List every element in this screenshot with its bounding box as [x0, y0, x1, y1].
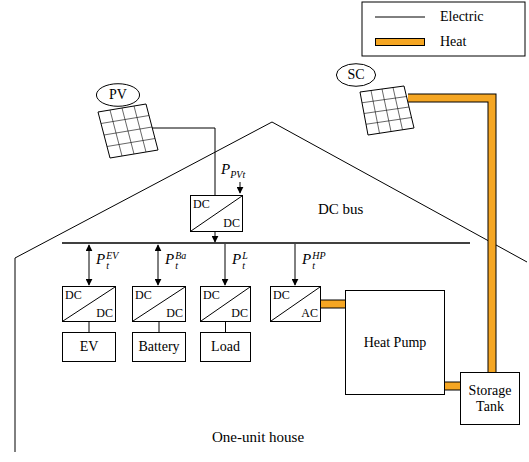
node-text: Storage Tank: [465, 383, 515, 414]
converter-text: DC: [203, 289, 220, 301]
connector: [159, 322, 160, 332]
converter-box: DC DC: [62, 286, 116, 322]
converter-text: DC: [231, 307, 248, 319]
legend-text: Heat: [440, 34, 466, 49]
converter-slash: [271, 287, 320, 321]
power-label: PtL: [232, 251, 248, 267]
battery-box: Battery: [132, 332, 186, 362]
node-text: EV: [80, 339, 99, 354]
power-label: PtEV: [96, 251, 118, 267]
node-text: SC: [347, 67, 364, 82]
pv-wire: [152, 128, 215, 195]
component-label: SC: [336, 63, 376, 87]
converter-text: AC: [301, 307, 318, 319]
storage-tank-box: Storage Tank: [460, 372, 520, 425]
power-arrow: [240, 182, 241, 193]
ev-box: EV: [62, 332, 116, 362]
house-label: One-unit house: [212, 429, 304, 445]
legend-entry: Heat: [372, 35, 522, 51]
house-outline: [15, 122, 527, 452]
power-arrow: [295, 244, 296, 285]
power-arrow: [89, 245, 90, 285]
ellipse-outline: [96, 83, 140, 107]
power-arrow: [225, 244, 226, 285]
converter-text: DC: [223, 217, 240, 229]
node-text: PV: [109, 87, 127, 102]
connector: [444, 386, 461, 387]
converter-text: DC: [273, 289, 290, 301]
power-label: PtBa: [165, 251, 186, 267]
legend-line: [375, 10, 427, 24]
converter-text: DC: [65, 289, 82, 301]
pv-panel: [98, 104, 158, 158]
node-text: Load: [211, 339, 240, 354]
converter-slash: [63, 287, 115, 321]
connector: [89, 322, 90, 332]
label-holder: PPVt: [221, 160, 245, 180]
converter-slash: [133, 287, 185, 321]
bus-label: DC bus: [318, 201, 363, 217]
connector: [225, 322, 226, 332]
sc-panel: [360, 86, 414, 135]
converter-box: DC DC: [190, 195, 243, 232]
ellipse-outline: [336, 63, 376, 87]
converter-slash: [201, 287, 250, 321]
component-label: PV: [96, 83, 140, 107]
heat-pipe: [408, 98, 492, 373]
legend-text: Electric: [440, 9, 484, 24]
label-holder: PtL: [232, 250, 248, 271]
heat-pump-box: Heat Pump: [345, 290, 445, 395]
power-arrow: [158, 245, 159, 285]
load-box: Load: [200, 332, 251, 362]
power-arrow: [215, 232, 216, 242]
power-label: PPVt: [221, 161, 245, 177]
legend-frame: [362, 2, 525, 56]
label-holder: One-unit house: [212, 428, 304, 446]
converter-box: DC DC: [200, 286, 251, 322]
converter-text: DC: [193, 198, 210, 210]
converter-slash: [191, 196, 242, 231]
label-holder: PtHP: [302, 250, 326, 271]
label-holder: PtBa: [165, 250, 186, 271]
label-holder: DC bus: [318, 200, 363, 218]
power-label: PtHP: [302, 251, 326, 267]
connector: [320, 304, 346, 305]
converter-text: DC: [166, 307, 183, 319]
converter-text: DC: [96, 307, 113, 319]
dc-bus-line: [62, 242, 470, 244]
label-holder: PtEV: [96, 250, 118, 271]
legend-entry: Electric: [372, 10, 522, 26]
converter-box: DC AC: [270, 286, 321, 322]
converter-box: DC DC: [132, 286, 186, 322]
heat-pipe-outline: [408, 98, 492, 372]
node-text: Battery: [138, 339, 179, 354]
node-text: Heat Pump: [364, 335, 427, 350]
converter-text: DC: [135, 289, 152, 301]
legend-swatch: [375, 38, 425, 46]
